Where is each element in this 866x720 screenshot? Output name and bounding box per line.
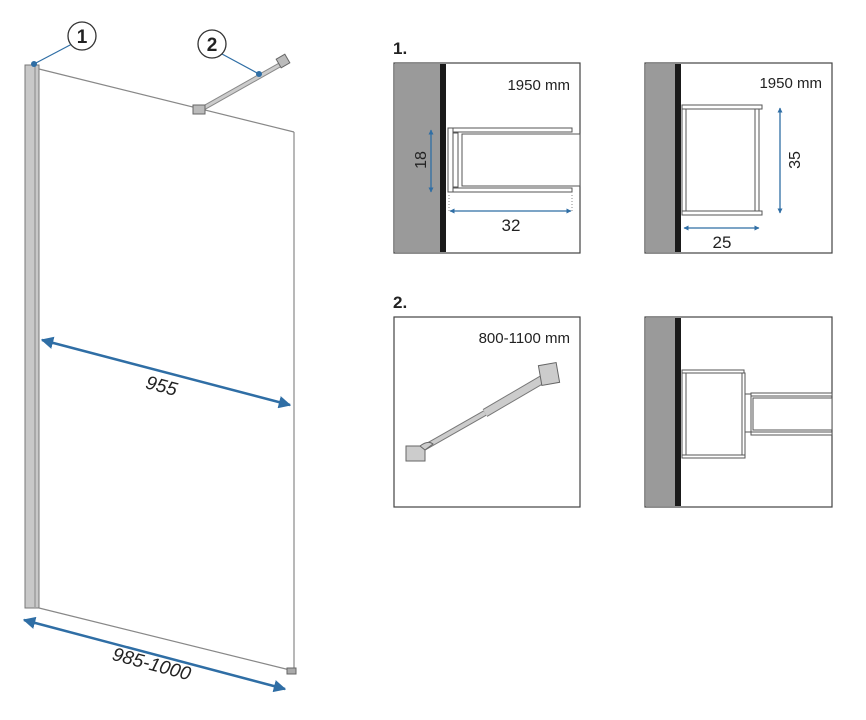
section-2-heading: 2. [393, 293, 407, 312]
svg-text:955: 955 [143, 373, 179, 401]
callout-number: 1 [77, 27, 88, 48]
svg-text:1950 mm: 1950 mm [759, 75, 822, 92]
detail-stabilizer-bar: 800-1100 mm [393, 316, 581, 508]
detail-wall-profile: 1950 mm 18 32 [393, 62, 581, 254]
section-1-heading: 1. [393, 39, 407, 58]
bottom-foot [286, 667, 297, 675]
detail-bar-clamp [644, 316, 833, 508]
svg-text:1950 mm: 1950 mm [507, 77, 570, 94]
svg-text:18: 18 [413, 151, 430, 169]
wall-profile [24, 64, 40, 609]
svg-text:25: 25 [713, 233, 732, 252]
dimension-glass-width: 955 [40, 336, 292, 409]
callout-number: 2 [207, 35, 218, 56]
main-view: 1 2 955 985-1000 [22, 21, 297, 693]
stabilizer-rod [192, 53, 291, 115]
detail-wall-profile-box: 1950 mm 35 25 [644, 62, 833, 254]
svg-text:800-1100 mm: 800-1100 mm [479, 330, 570, 347]
callout-1: 1 [31, 21, 97, 67]
svg-text:32: 32 [502, 216, 521, 235]
glass-panel [38, 68, 295, 672]
dimension-total-width: 985-1000 [22, 616, 287, 693]
svg-text:985-1000: 985-1000 [110, 644, 193, 685]
svg-text:35: 35 [787, 151, 804, 169]
callout-2: 2 [197, 29, 262, 77]
